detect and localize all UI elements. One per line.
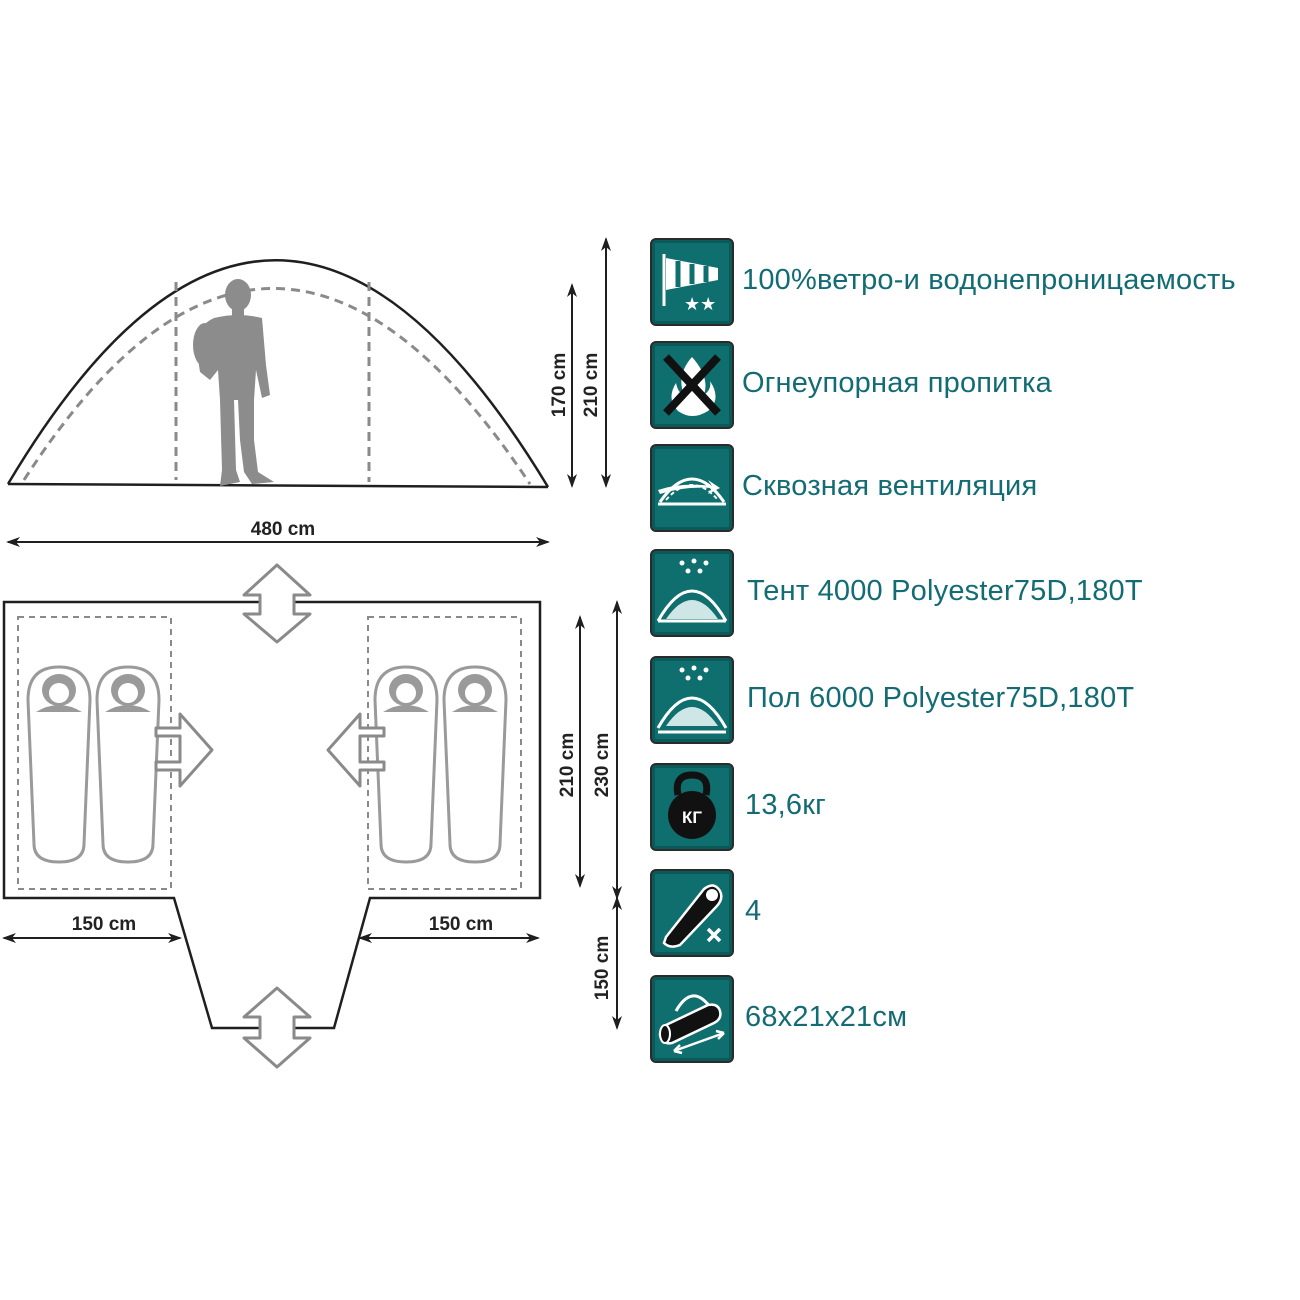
ventilation-dome-icon bbox=[650, 444, 734, 532]
feature-wind-water: ★★ 100%ветро-и водонепроницаемость bbox=[650, 238, 1290, 326]
dim-left-room: 150 cm bbox=[72, 914, 136, 935]
tent-inner-arch bbox=[22, 287, 532, 485]
feature-label: 13,6кг bbox=[745, 789, 826, 821]
tent-outer-arch bbox=[6, 259, 550, 488]
feature-packed-size: 68x21x21см bbox=[650, 975, 1290, 1063]
kettlebell-text: КГ bbox=[682, 808, 702, 827]
dim-vestibule: 150 cm bbox=[592, 936, 613, 1000]
feature-capacity: 4 bbox=[650, 869, 1290, 957]
dim-right-room: 150 cm bbox=[429, 914, 493, 935]
bag-icon bbox=[650, 975, 734, 1063]
feature-label: Сквозная вентиляция bbox=[742, 470, 1038, 502]
rain-dome-icon bbox=[650, 549, 734, 637]
dim-inner-height: 170 cm bbox=[549, 353, 570, 417]
person-silhouette bbox=[193, 279, 274, 486]
feature-label: 68x21x21см bbox=[745, 1001, 908, 1033]
dim-outer-width: 230 cm bbox=[592, 733, 613, 797]
floor-plan-outline bbox=[2, 600, 542, 1030]
rain-floor-icon bbox=[650, 656, 734, 744]
feature-weight: КГ 13,6кг bbox=[650, 763, 1290, 851]
feature-ventilation: Сквозная вентиляция bbox=[650, 444, 1290, 532]
sleeping-bag-faces bbox=[49, 683, 485, 703]
kettlebell-icon: КГ bbox=[650, 763, 734, 851]
dim-total-length: 480 cm bbox=[251, 519, 315, 540]
feature-floor: Пол 6000 Polyester75D,180T bbox=[650, 656, 1290, 744]
svg-text:★★: ★★ bbox=[684, 294, 716, 315]
fire-crossed-icon bbox=[650, 341, 734, 429]
windsock-icon: ★★ bbox=[650, 238, 734, 326]
entry-arrows bbox=[154, 563, 386, 1069]
inner-room-left bbox=[17, 616, 172, 890]
dim-peak-height: 210 cm bbox=[581, 353, 602, 417]
feature-label: 4 bbox=[745, 895, 762, 927]
sleeping-bags bbox=[26, 665, 508, 864]
feature-label: Огнеупорная пропитка bbox=[742, 367, 1052, 399]
tent-ground-line bbox=[7, 482, 549, 489]
feature-label: 100%ветро-и водонепроницаемость bbox=[742, 264, 1236, 296]
feature-flysheet: Тент 4000 Polyester75D,180T bbox=[650, 549, 1290, 637]
dim-inner-width: 210 cm bbox=[557, 733, 578, 797]
feature-label: Пол 6000 Polyester75D,180T bbox=[747, 682, 1135, 714]
feature-fireproof: Огнеупорная пропитка bbox=[650, 341, 1290, 429]
sleeping-bag-icon bbox=[650, 869, 734, 957]
inner-room-right bbox=[367, 616, 522, 890]
sleeping-bag-heads bbox=[36, 674, 498, 712]
feature-label: Тент 4000 Polyester75D,180T bbox=[747, 575, 1143, 607]
